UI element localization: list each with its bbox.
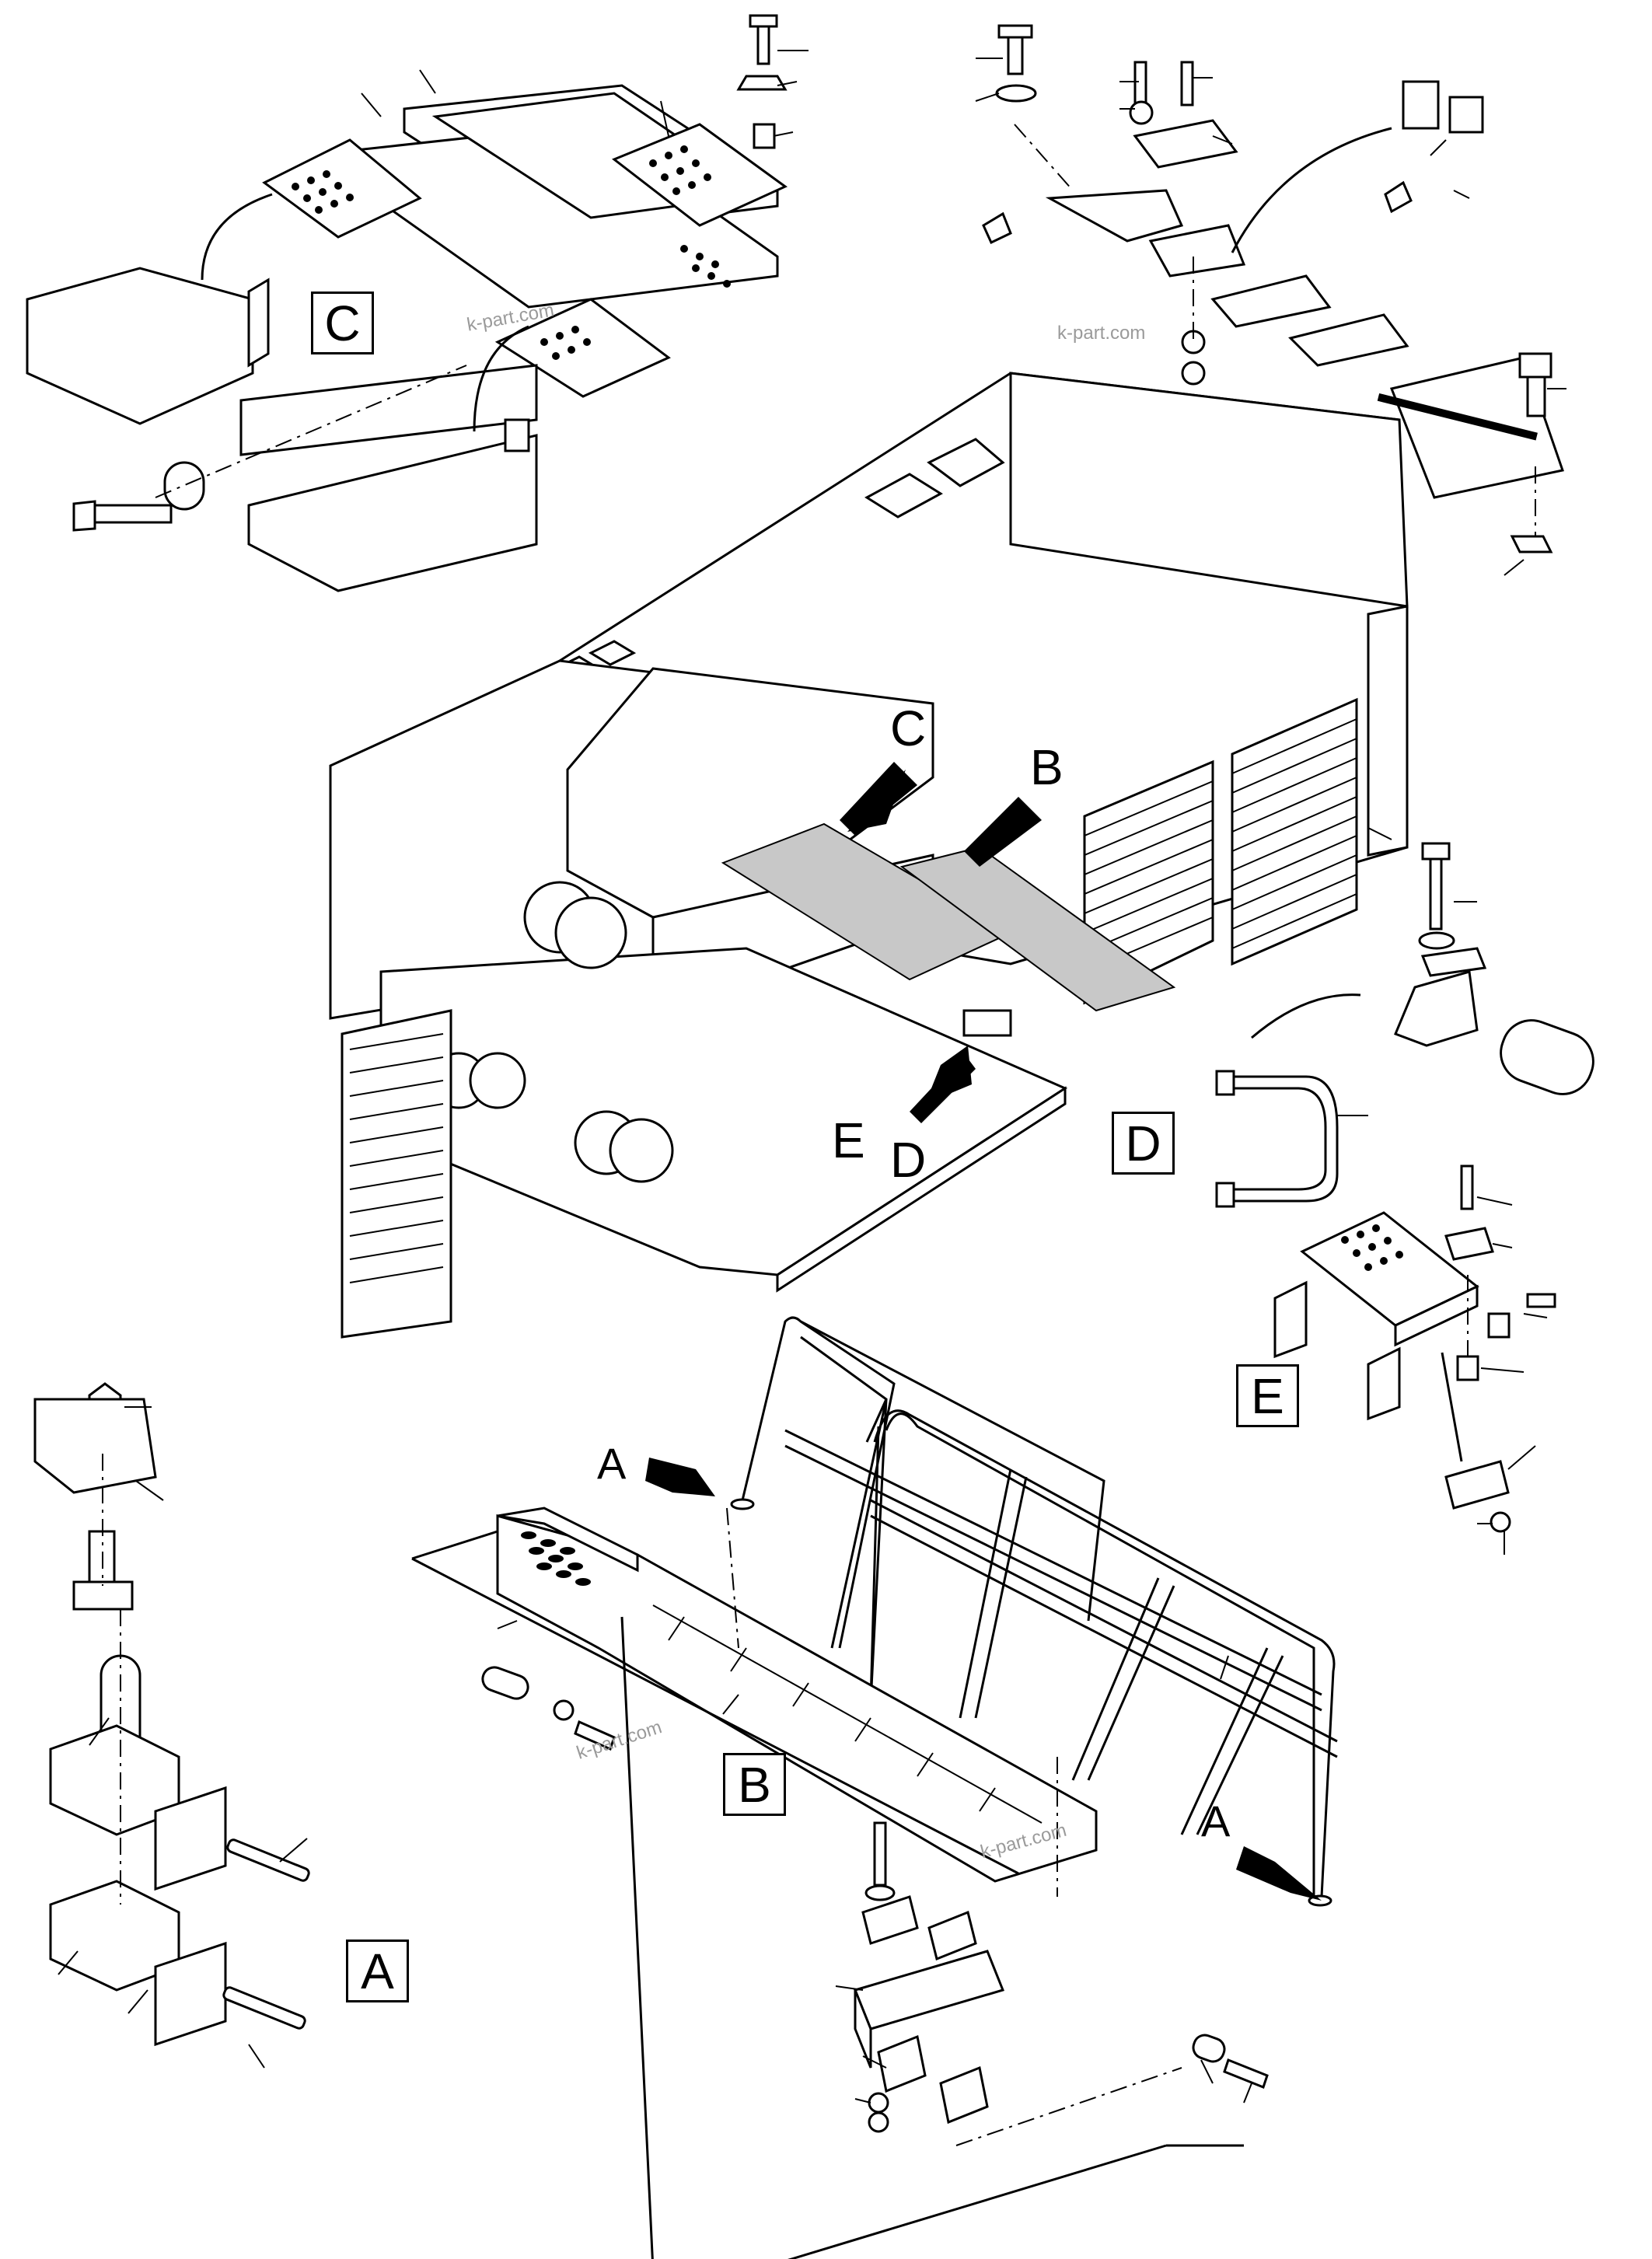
detail-c-walkway-panels [26, 14, 788, 592]
detail-box-d: D [1112, 1112, 1175, 1175]
detail-box-b: B [723, 1753, 786, 1816]
pointer-arrows-main [840, 762, 1042, 1123]
watermark: k-part.com [1057, 323, 1146, 344]
detail-box-e: E [1236, 1364, 1299, 1427]
bolt-spacer-c [72, 461, 205, 532]
radiator-grille [1083, 697, 1358, 1005]
bolt-stack-c [736, 14, 788, 149]
arrow-label-d: D [890, 1132, 927, 1188]
detail-a-clamps [33, 1382, 310, 2047]
arrow-label-a-upper: A [597, 1439, 627, 1488]
detail-e-step [1273, 1164, 1556, 1533]
top-right-walkway-assembly [982, 24, 1564, 553]
detail-d-handrail-mount [1215, 842, 1594, 1208]
detail-box-a: A [346, 1940, 409, 2002]
arrow-label-e: E [832, 1112, 865, 1168]
detail-b-walkway [411, 1507, 1269, 2259]
machine-body [329, 372, 1409, 1339]
detail-box-c: C [311, 292, 374, 354]
arrow-label-c: C [890, 700, 927, 756]
arrow-label-a-lower: A [1201, 1796, 1231, 1845]
handrail-frame [730, 1316, 1338, 1907]
leader-lines [58, 50, 1566, 2104]
arrow-label-b: B [1030, 739, 1063, 795]
pointer-arrows-handrail [645, 1458, 1322, 1901]
